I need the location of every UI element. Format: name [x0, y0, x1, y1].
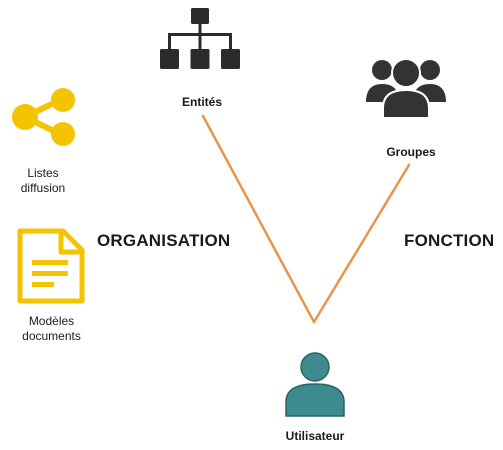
node-label-listes-diffusion: Listes diffusion	[20, 166, 66, 195]
document-icon	[17, 228, 85, 304]
org-chart-icon	[160, 8, 240, 70]
connector-groupes-utilisateur	[312, 163, 411, 324]
node-utilisateur	[284, 352, 346, 418]
node-label-entites: Entités	[181, 95, 222, 109]
node-label-modeles-documents: Modèles documents	[22, 314, 81, 343]
heading-organisation: ORGANISATION	[97, 231, 231, 250]
share-icon	[8, 88, 78, 146]
node-label-groupes: Groupes	[386, 145, 436, 159]
node-groupes	[366, 52, 446, 119]
connector-entites-utilisateur	[201, 114, 316, 324]
heading-fonction: FONCTION	[404, 231, 495, 250]
node-listes-diffusion	[8, 88, 78, 146]
node-label-utilisateur: Utilisateur	[285, 429, 345, 443]
node-entites	[160, 8, 240, 70]
group-icon	[366, 52, 446, 119]
node-modeles-documents	[17, 228, 85, 304]
user-icon	[284, 352, 346, 418]
